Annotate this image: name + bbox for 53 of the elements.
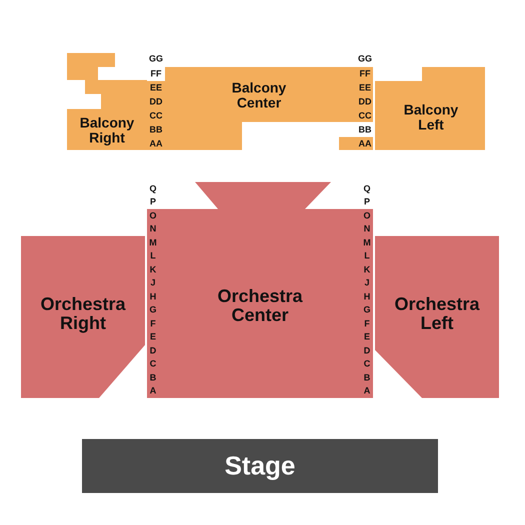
- row-label: AA: [150, 140, 162, 148]
- row-label: P: [150, 198, 156, 207]
- row-label: FF: [150, 70, 162, 78]
- row-label: F: [150, 319, 156, 328]
- row-label: E: [150, 332, 156, 342]
- row-label: DD: [358, 98, 372, 106]
- row-label: Q: [364, 184, 370, 194]
- row-label: BB: [358, 126, 372, 134]
- row-label: FF: [360, 70, 370, 78]
- row-label: C: [364, 360, 370, 369]
- section-label: Orchestra Right: [39, 295, 127, 333]
- row-label: C: [150, 360, 156, 369]
- row-label: N: [150, 224, 156, 234]
- row-label: B: [150, 373, 156, 382]
- row-label: DD: [150, 98, 162, 106]
- row-label: H: [364, 292, 370, 302]
- stage-label: Stage: [224, 452, 296, 480]
- row-label: N: [364, 224, 370, 234]
- section-label: Balcony Right: [78, 115, 136, 145]
- row-label: GG: [149, 54, 163, 64]
- row-label: D: [150, 346, 156, 356]
- row-label: EE: [150, 84, 162, 92]
- row-label: A: [364, 386, 370, 396]
- row-label: F: [364, 319, 370, 328]
- row-label: Q: [150, 184, 156, 194]
- row-label: M: [363, 238, 371, 248]
- row-label: A: [150, 386, 156, 396]
- section-label: Balcony Center: [230, 80, 288, 110]
- section-label: Orchestra Center: [216, 287, 304, 325]
- section-label: Balcony Left: [402, 102, 460, 132]
- row-label: AA: [358, 140, 372, 148]
- row-label: CC: [358, 112, 372, 120]
- row-label: L: [150, 252, 156, 261]
- row-label: M: [149, 238, 157, 248]
- row-label: E: [364, 332, 370, 342]
- row-label: G: [364, 306, 370, 315]
- row-label: P: [364, 198, 370, 207]
- row-label: J: [364, 278, 370, 288]
- section-label: Orchestra Left: [393, 295, 481, 333]
- row-label: J: [150, 278, 156, 288]
- row-label: D: [364, 346, 370, 356]
- row-label: O: [364, 211, 370, 220]
- row-label: H: [150, 292, 156, 302]
- row-label: K: [150, 265, 156, 274]
- row-label: B: [364, 373, 370, 382]
- row-label: O: [150, 211, 156, 220]
- row-label: EE: [359, 84, 371, 92]
- row-label: L: [364, 252, 370, 261]
- row-label: CC: [150, 112, 162, 120]
- row-label: BB: [150, 126, 162, 134]
- row-label: K: [364, 265, 370, 274]
- row-label: GG: [358, 54, 372, 64]
- row-label: G: [150, 306, 156, 315]
